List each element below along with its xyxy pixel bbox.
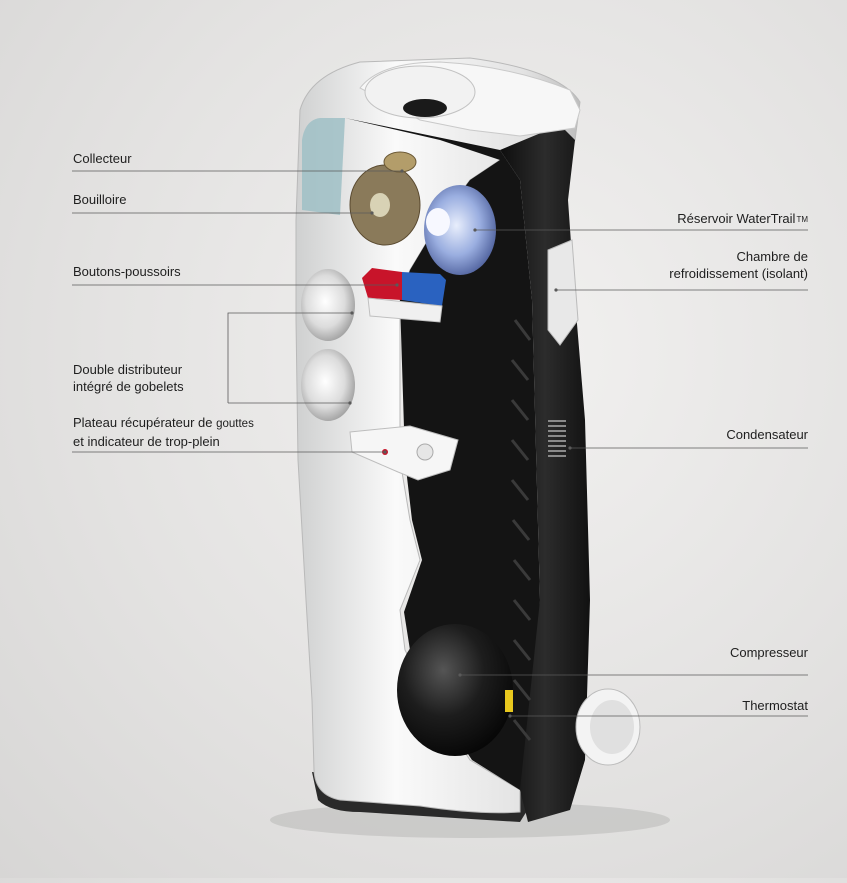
label-plateau: Plateau récupérateur de gouttes et indic… — [73, 414, 254, 450]
collector-bowl — [364, 65, 476, 119]
label-bouilloire: Bouilloire — [73, 192, 127, 207]
label-plateau-line1: Plateau récupérateur de gouttes — [73, 414, 254, 433]
collector-hole — [403, 99, 447, 117]
rear-wheel-hub — [590, 700, 634, 754]
label-boutons-poussoirs: Boutons-poussoirs — [73, 264, 181, 279]
label-condensateur: Condensateur — [726, 427, 808, 442]
boiler-element — [370, 193, 390, 217]
thermostat-unit — [505, 690, 513, 712]
label-plateau-line2: et indicateur de trop-plein — [73, 434, 220, 449]
label-reservoir: Réservoir WaterTrailTM — [677, 210, 808, 228]
leader-dots — [348, 169, 572, 718]
watertrail-reservoir — [424, 185, 496, 275]
label-thermostat: Thermostat — [742, 698, 808, 713]
hot-push-button — [362, 268, 402, 300]
label-double-line2: intégré de gobelets — [73, 379, 184, 394]
cup-dispenser-lower — [301, 349, 355, 421]
cup-dispenser-upper — [301, 269, 355, 341]
condenser-grille — [548, 420, 566, 457]
cold-push-button — [402, 272, 446, 306]
label-collecteur: Collecteur — [73, 151, 132, 166]
compressor — [397, 624, 513, 756]
drip-tray — [349, 425, 459, 481]
label-double-distributeur: Double distributeur intégré de gobelets — [73, 361, 184, 395]
leader-lines — [72, 170, 808, 717]
overflow-indicator — [416, 443, 434, 461]
label-chambre: Chambre de refroidissement (isolant) — [669, 248, 808, 282]
label-chambre-line2: refroidissement (isolant) — [669, 266, 808, 281]
label-reservoir-text: Réservoir WaterTrail — [677, 211, 796, 226]
side-glass-panel — [302, 118, 345, 215]
reservoir-cap — [426, 208, 450, 236]
collector-valve — [383, 151, 417, 173]
frame-ribs — [510, 319, 532, 741]
cooling-chamber-panel — [547, 239, 579, 346]
label-plateau-line1b: gouttes — [216, 418, 254, 430]
label-double-line1: Double distributeur — [73, 362, 183, 377]
label-plateau-line1a: Plateau récupérateur de — [73, 415, 217, 430]
label-reservoir-tm: TM — [796, 215, 808, 224]
label-compresseur: Compresseur — [729, 645, 808, 660]
leader-double-upper — [227, 312, 352, 403]
button-housing — [367, 297, 443, 323]
label-chambre-line1: Chambre de — [736, 249, 808, 264]
